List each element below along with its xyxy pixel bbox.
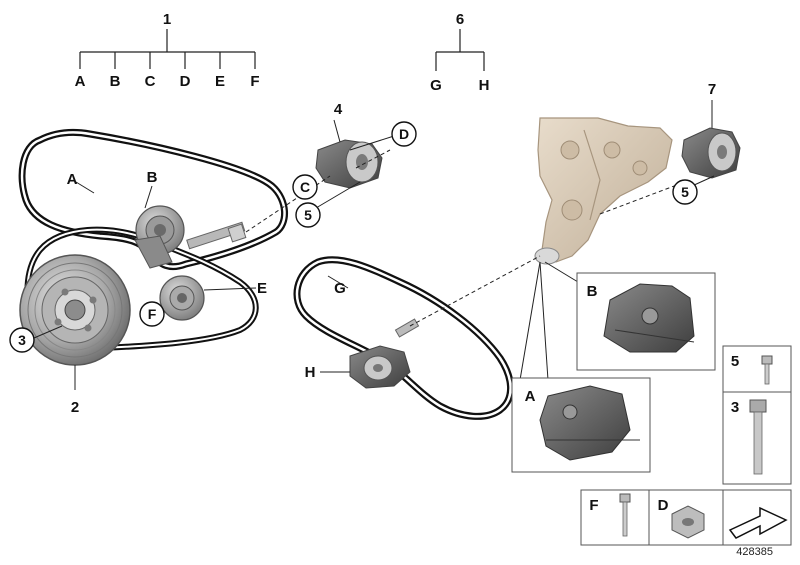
circle-d	[391, 121, 417, 147]
reference-number: 428385	[736, 546, 773, 558]
label-part-5b: 5	[681, 184, 689, 200]
tree-1-leaf-f: F	[250, 73, 259, 90]
label-belt-g: G	[334, 280, 346, 297]
label-tensioner-b: B	[147, 169, 158, 186]
label-part-5a: 5	[304, 207, 312, 223]
idler-pulley-f	[159, 275, 205, 321]
tree-1-root: 1	[163, 11, 171, 28]
hardware-label-3: 3	[731, 399, 739, 416]
hardware-box-f	[580, 489, 650, 546]
hardware-box-3	[722, 391, 792, 485]
tree-1-leaf-b: B	[110, 73, 121, 90]
tree-6	[435, 29, 485, 71]
circle-5a	[295, 202, 321, 228]
tree-1-leaf-a: A	[75, 73, 86, 90]
inset-b-label: B	[587, 283, 598, 300]
belt-g-highlight	[295, 258, 512, 418]
label-circle-c: C	[300, 179, 310, 195]
hardware-box-5	[722, 345, 792, 393]
tree-6-root: 6	[456, 11, 464, 28]
label-part-4: 4	[334, 101, 343, 118]
tree-1-leaf-d: D	[180, 73, 191, 90]
tensioner-bolt	[186, 221, 247, 250]
inset-a-label: A	[525, 388, 536, 405]
leader-lines	[74, 100, 715, 390]
crank-pulley	[19, 254, 131, 366]
label-part-7: 7	[708, 81, 716, 98]
label-circle-d: D	[399, 126, 409, 142]
label-idler-e: E	[257, 280, 267, 297]
circle-f	[139, 301, 165, 327]
roller-4	[315, 139, 383, 189]
circle-5b	[672, 179, 698, 205]
label-part-3: 3	[18, 332, 26, 348]
leader-3	[33, 325, 63, 339]
inset-a-box	[511, 377, 651, 473]
circle-c	[292, 174, 318, 200]
label-belt-a: A	[67, 171, 78, 188]
tree-6-leaf-h: H	[479, 77, 490, 94]
hardware-box-d	[648, 489, 724, 546]
direction-arrow-box	[722, 489, 792, 546]
mounting-bracket	[534, 117, 673, 265]
label-tensioner-h: H	[305, 364, 316, 381]
tensioner-b	[134, 205, 185, 269]
roller-7	[681, 127, 741, 179]
tree-1-leaf-e: E	[215, 73, 225, 90]
tree-1-leaf-c: C	[145, 73, 156, 90]
hardware-label-f: F	[589, 497, 598, 514]
tree-1	[79, 29, 256, 69]
tensioner-h	[349, 318, 420, 389]
tree-6-leaf-g: G	[430, 77, 442, 94]
hardware-label-d: D	[658, 497, 669, 514]
label-part-2: 2	[71, 399, 79, 416]
hardware-label-5: 5	[731, 353, 739, 370]
circle-3	[9, 327, 35, 353]
inset-b-box	[576, 272, 716, 371]
direction-arrow-icon	[728, 506, 788, 539]
label-circle-f: F	[148, 306, 157, 322]
